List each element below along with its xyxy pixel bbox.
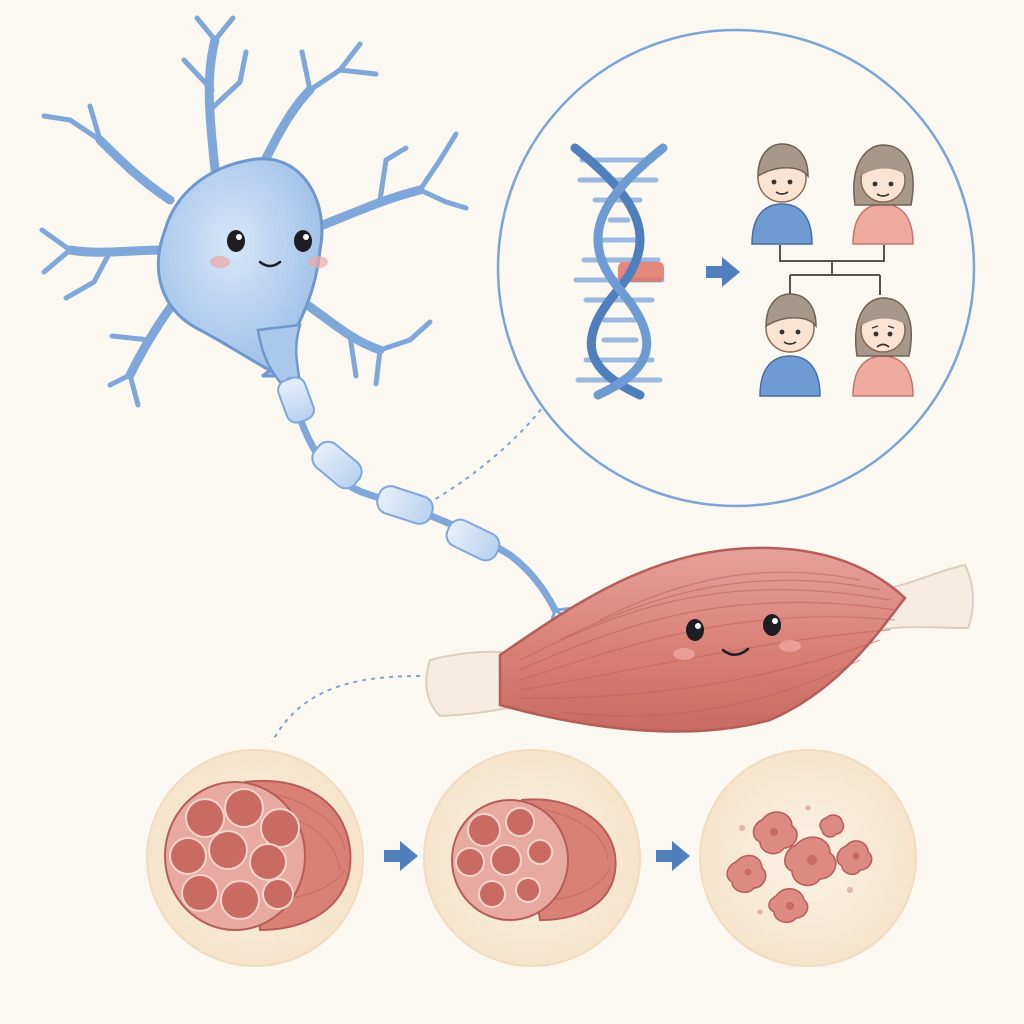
muscle — [271, 546, 974, 743]
arrow-right-icon — [706, 257, 740, 287]
cross-section-atrophied — [699, 749, 917, 967]
genetics-callout — [424, 28, 976, 508]
parent-mother — [852, 144, 914, 245]
muscle-callout-connector — [271, 675, 421, 743]
muscle-face — [673, 614, 801, 660]
tendon-right — [879, 563, 974, 632]
genetics-circle — [496, 28, 976, 508]
myelin-sheaths — [277, 376, 501, 562]
child-son — [759, 293, 821, 397]
cross-section-atrophying — [423, 749, 641, 967]
arrow-right-icon — [656, 841, 690, 871]
arrow-right-icon — [384, 841, 418, 871]
neuron-face — [210, 230, 328, 268]
parent-father — [751, 143, 813, 245]
callout-connector-top — [424, 394, 553, 506]
cross-section-healthy — [146, 749, 364, 967]
child-daughter-affected — [852, 297, 914, 397]
muscle-belly — [498, 546, 907, 733]
atrophy-progression — [146, 749, 917, 967]
pedigree-lines — [779, 245, 885, 295]
dna-helix-icon — [570, 143, 668, 400]
